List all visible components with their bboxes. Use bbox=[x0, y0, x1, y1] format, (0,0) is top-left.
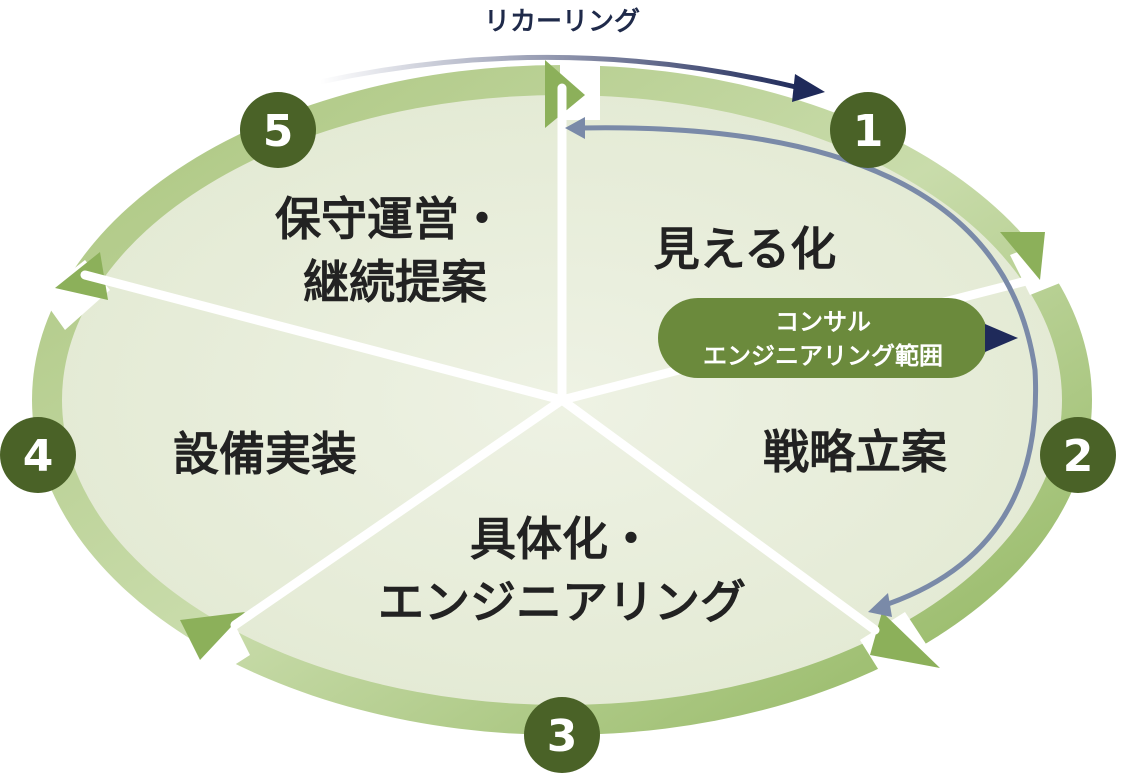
segment-engineering-line1: 具体化・ bbox=[470, 512, 654, 566]
step-badge-5: 5 bbox=[240, 92, 316, 168]
step-number-5: 5 bbox=[263, 106, 294, 157]
segment-strategy: 戦略立案 bbox=[763, 425, 948, 479]
segment-engineering-line2: エンジニアリング bbox=[378, 575, 746, 629]
step-badge-4: 4 bbox=[0, 417, 76, 493]
step-number-2: 2 bbox=[1063, 431, 1094, 482]
segment-implementation: 設備実装 bbox=[173, 427, 357, 481]
consulting-label-line1: コンサル bbox=[775, 308, 871, 336]
step-badge-3: 3 bbox=[524, 697, 600, 773]
step-badge-2: 2 bbox=[1040, 417, 1116, 493]
step-badge-1: 1 bbox=[830, 92, 906, 168]
consulting-pill: コンサル エンジニアリング範囲 bbox=[658, 298, 1018, 378]
consulting-range-arrow bbox=[565, 117, 1039, 617]
segment-maintenance-line2: 継続提案 bbox=[303, 255, 488, 309]
segment-maintenance-line1: 保守運営・ bbox=[275, 192, 505, 246]
step-number-1: 1 bbox=[853, 106, 884, 157]
segment-visualize: 見える化 bbox=[654, 222, 837, 276]
consulting-label-line2: エンジニアリング範囲 bbox=[703, 342, 943, 370]
recurring-arrow bbox=[319, 54, 825, 102]
recurring-label: リカーリング bbox=[484, 7, 640, 37]
step-number-3: 3 bbox=[547, 711, 578, 762]
step-number-4: 4 bbox=[23, 431, 54, 482]
